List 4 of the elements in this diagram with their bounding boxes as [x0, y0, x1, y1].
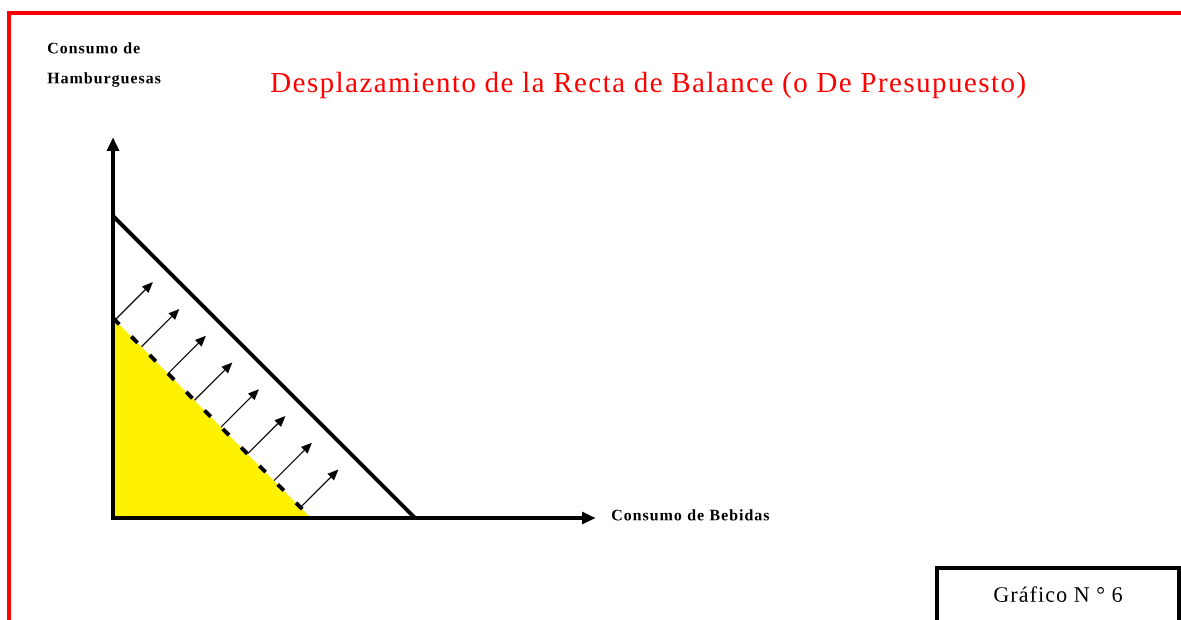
axis-label: Consumo de Hamburguesas — [47, 42, 161, 87]
chart-title: Desplazamiento de la Recta de Balance (o De Presupuesto) — [271, 71, 1025, 99]
caption-box: Gráfico N ° 6 — [935, 566, 1181, 620]
axis-label: Consumo de Bebidas — [612, 509, 770, 521]
